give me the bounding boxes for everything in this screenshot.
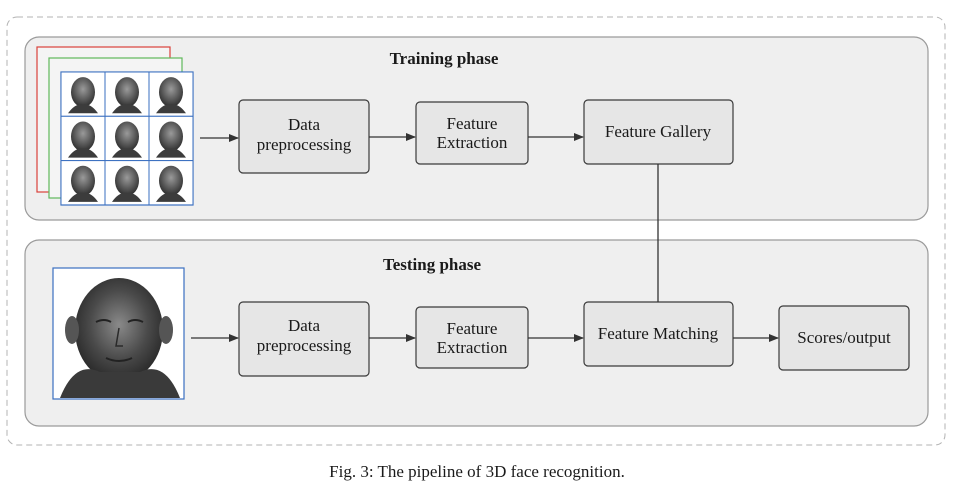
training-feature-extraction-box: Feature Extraction [415, 101, 529, 165]
scores-output-box: Scores/output [778, 305, 910, 371]
scores-output-label: Scores/output [797, 328, 891, 347]
testing-extract-line2: Extraction [437, 338, 508, 357]
training-preprocess-line2: preprocessing [257, 135, 352, 154]
testing-preprocess-line1: Data [288, 316, 321, 335]
face-thumbnail [104, 160, 150, 206]
training-title: Training phase [390, 49, 499, 68]
testing-extract-line1: Feature [447, 319, 498, 338]
training-extract-line2: Extraction [437, 133, 508, 152]
face-thumbnail [148, 71, 194, 117]
face-thumbnail [148, 160, 194, 206]
testing-preprocess-line2: preprocessing [257, 336, 352, 355]
testing-face-image [52, 267, 185, 400]
face-thumbnail [148, 115, 194, 162]
testing-data-preprocessing-box: Data preprocessing [238, 301, 370, 377]
testing-title: Testing phase [383, 255, 482, 274]
face-thumbnail [104, 115, 150, 162]
feature-gallery-label: Feature Gallery [605, 122, 712, 141]
face-thumbnail [60, 115, 106, 162]
outer-frame [6, 16, 946, 446]
training-image-stack [36, 46, 194, 206]
training-face-grid [60, 71, 194, 206]
feature-matching-label: Feature Matching [598, 324, 719, 343]
training-preprocess-line1: Data [288, 115, 321, 134]
face-thumbnail [104, 71, 150, 117]
figure-caption: Fig. 3: The pipeline of 3D face recognit… [329, 462, 625, 481]
face-thumbnail [60, 160, 106, 206]
feature-gallery-box: Feature Gallery [583, 99, 734, 165]
training-extract-line1: Feature [447, 114, 498, 133]
feature-matching-box: Feature Matching [583, 301, 734, 367]
testing-feature-extraction-box: Feature Extraction [415, 306, 529, 369]
face-thumbnail [60, 71, 106, 117]
training-data-preprocessing-box: Data preprocessing [238, 99, 370, 174]
